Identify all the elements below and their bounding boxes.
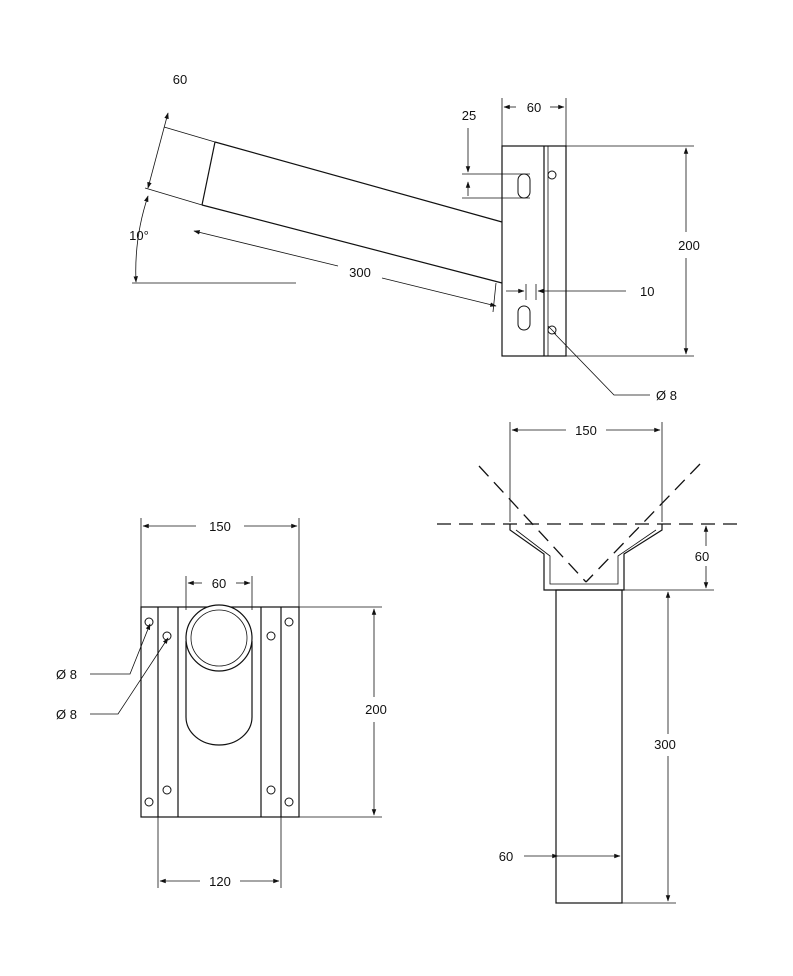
dim-arm-width-label: 60	[173, 72, 187, 87]
dim-arm-length: 300	[193, 230, 497, 313]
dim-angle: 10°	[129, 195, 296, 284]
end-view: 150 60 300 60	[437, 422, 740, 904]
dim-thickness-label: 10	[640, 284, 654, 299]
dim-end-length-label: 300	[654, 737, 676, 752]
dim-angle-label: 10°	[129, 228, 149, 243]
dim-end-tube: 60	[499, 849, 621, 864]
dim-end-width: 150	[509, 422, 663, 522]
dim-front-tube: 60	[185, 576, 253, 610]
dim-plate-height: 200	[566, 145, 700, 357]
side-view: 60 10° 300 25 60	[129, 72, 700, 403]
arm-tube	[201, 141, 503, 284]
dim-slot-label: 25	[462, 108, 476, 123]
dim-end-width-label: 150	[575, 423, 597, 438]
dim-arm-length-label: 300	[349, 265, 371, 280]
mounting-plate	[501, 145, 567, 357]
dim-thickness: 10	[506, 284, 654, 300]
dim-front-height: 200	[299, 606, 387, 818]
pole-outline	[437, 463, 740, 583]
channel-bracket	[509, 524, 663, 591]
dim-plate-height-label: 200	[678, 238, 700, 253]
dim-front-hole-a-label: Ø 8	[56, 667, 77, 682]
dim-plate-width: 60	[501, 98, 567, 146]
dim-hole: Ø 8	[553, 332, 677, 403]
dim-front-width-label: 150	[209, 519, 231, 534]
tube-opening	[185, 604, 253, 746]
dim-front-hole-b-label: Ø 8	[56, 707, 77, 722]
dim-slot: 25	[462, 108, 530, 199]
front-view: 150 60 200 Ø 8 Ø 8	[56, 518, 387, 889]
dim-front-height-label: 200	[365, 702, 387, 717]
dim-end-depth-label: 60	[695, 549, 709, 564]
dim-front-spacing-label: 120	[209, 874, 231, 889]
dim-end-tube-label: 60	[499, 849, 513, 864]
dim-front-hole-b: Ø 8	[56, 637, 169, 722]
dim-hole-label: Ø 8	[656, 388, 677, 403]
dim-plate-width-label: 60	[527, 100, 541, 115]
dim-arm-width: 60	[144, 72, 216, 206]
dim-front-hole-a: Ø 8	[56, 623, 151, 682]
end-tube	[555, 589, 623, 904]
dim-front-tube-label: 60	[212, 576, 226, 591]
dim-end-depth: 60	[624, 525, 714, 591]
dim-front-width: 150	[140, 518, 300, 607]
dim-front-spacing: 120	[157, 817, 282, 889]
dim-end-length: 300	[622, 591, 676, 904]
